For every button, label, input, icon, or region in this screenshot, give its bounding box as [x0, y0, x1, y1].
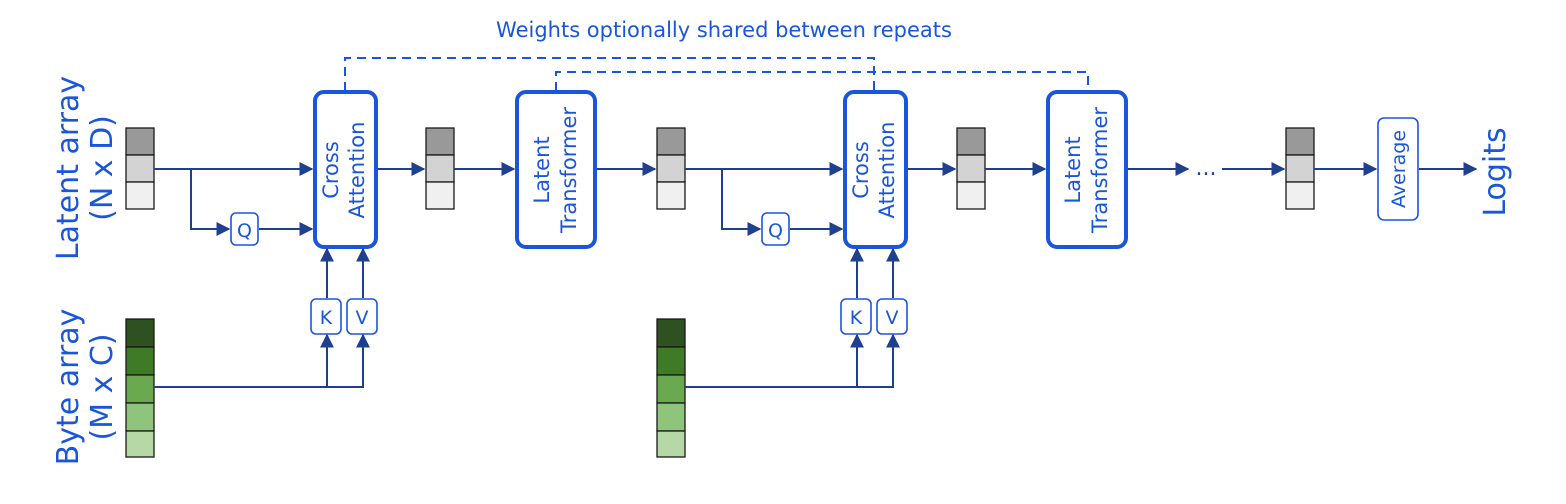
byte-array-label-line1: Byte array — [51, 309, 86, 466]
byte-array-label: Byte array (M x C) — [51, 309, 120, 466]
connectors — [154, 162, 1478, 388]
average-box: Average — [1377, 117, 1419, 221]
average-label: Average — [1388, 130, 1410, 208]
v-label-1: V — [356, 307, 369, 329]
latent-array-2 — [425, 127, 455, 210]
latent-array-label: Latent array (N x D) — [51, 76, 120, 260]
latent-array-3 — [656, 127, 686, 210]
q-box-1: Q — [230, 212, 259, 246]
k-label-2: K — [850, 307, 863, 329]
logits-label: Logits — [1478, 127, 1513, 216]
q-label-2: Q — [768, 220, 783, 242]
ellipsis: ... — [1196, 156, 1217, 181]
byte-array-1 — [125, 318, 155, 458]
cross-attention-block-2: Cross Attention — [843, 90, 908, 249]
latent-array-1 — [125, 127, 155, 210]
latent-transformer-2-line1: Latent — [1061, 136, 1085, 203]
latent-array-label-line1: Latent array — [51, 76, 86, 260]
k-box-1: K — [310, 298, 342, 335]
latent-array-4 — [956, 127, 986, 210]
latent-transformer-block-1: Latent Transformer — [515, 90, 597, 249]
q-label-1: Q — [237, 220, 252, 242]
latent-transformer-1-line1: Latent — [530, 136, 554, 203]
latent-array-5 — [1285, 127, 1315, 210]
byte-array-label-line2: (M x C) — [85, 333, 120, 440]
shared-weights-connectors — [344, 57, 1089, 91]
v-box-1: V — [346, 298, 378, 335]
cross-attention-1-line1: Cross — [319, 141, 343, 199]
cross-attention-2-line1: Cross — [849, 141, 873, 199]
k-box-2: K — [840, 298, 872, 335]
v-label-2: V — [886, 307, 899, 329]
v-box-2: V — [876, 298, 908, 335]
q-box-2: Q — [761, 212, 790, 246]
byte-array-2 — [656, 318, 686, 458]
latent-array-label-line2: (N x D) — [85, 115, 120, 221]
cross-attention-1-line2: Attention — [345, 122, 369, 219]
cross-attention-2-line2: Attention — [875, 122, 899, 219]
latent-transformer-1-line2: Transformer — [557, 107, 581, 234]
cross-attention-block-1: Cross Attention — [313, 90, 378, 249]
shared-weights-label: Weights optionally shared between repeat… — [496, 18, 952, 42]
k-label-1: K — [320, 307, 333, 329]
latent-transformer-2-line2: Transformer — [1088, 107, 1112, 234]
latent-transformer-block-2: Latent Transformer — [1046, 90, 1128, 249]
